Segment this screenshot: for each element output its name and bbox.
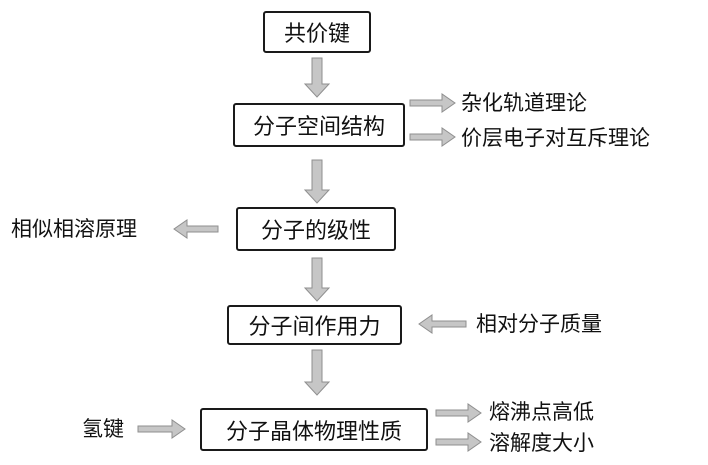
arrow-right-to-mp-bp bbox=[435, 403, 482, 423]
arrow-right-to-hybrid bbox=[409, 93, 456, 113]
label-hybrid-orbital-theory: 杂化轨道理论 bbox=[461, 91, 587, 115]
arrow-down-intermolecular-to-physical bbox=[303, 349, 331, 396]
arrow-right-from-hbond bbox=[137, 419, 186, 439]
label-melting-boiling-point: 熔沸点高低 bbox=[489, 400, 594, 424]
node-spatial-structure: 分子空间结构 bbox=[233, 103, 405, 147]
node-polarity: 分子的级性 bbox=[236, 207, 396, 251]
node-physical-properties: 分子晶体物理性质 bbox=[200, 408, 428, 451]
arrow-down-spatial-to-polarity bbox=[303, 159, 331, 204]
arrow-left-to-like-dissolves bbox=[173, 219, 219, 239]
node-covalent-bond: 共价键 bbox=[263, 11, 371, 53]
node-intermolecular-forces: 分子间作用力 bbox=[227, 305, 402, 345]
label-like-dissolves-like: 相似相溶原理 bbox=[11, 217, 137, 241]
arrow-down-polarity-to-intermolecular bbox=[303, 257, 331, 302]
label-solubility: 溶解度大小 bbox=[489, 431, 594, 455]
label-relative-molecular-mass: 相对分子质量 bbox=[476, 312, 602, 336]
arrow-right-to-solubility bbox=[435, 432, 482, 452]
arrow-right-to-vsepr bbox=[409, 127, 456, 147]
label-hydrogen-bond: 氢键 bbox=[82, 417, 124, 441]
arrow-down-covalent-to-spatial bbox=[303, 57, 331, 98]
label-vsepr-theory: 价层电子对互斥理论 bbox=[461, 126, 650, 150]
arrow-left-from-rel-mass bbox=[418, 314, 467, 334]
